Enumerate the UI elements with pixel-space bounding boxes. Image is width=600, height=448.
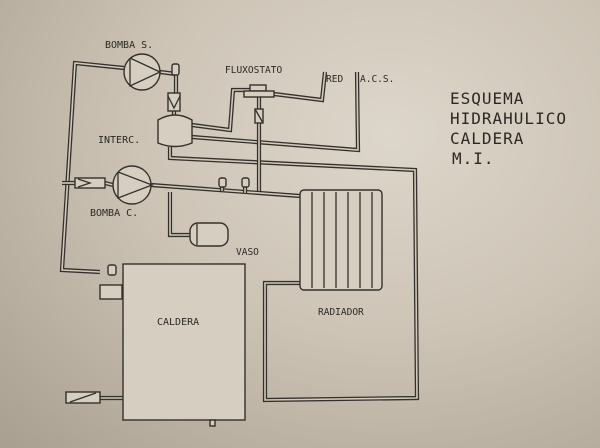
pipe — [191, 87, 250, 133]
label-bomba-s: BOMBA S. — [105, 40, 153, 51]
pipes — [59, 60, 420, 403]
radiator-symbol — [299, 189, 383, 291]
boiler-vent-icon — [107, 264, 117, 276]
pipe — [169, 192, 190, 236]
pipe — [273, 71, 326, 101]
label-caldera: CALDERA — [157, 317, 199, 328]
pipe — [191, 89, 250, 131]
diagram-title: ESQUEMA HIDRAHULICO CALDERA M.I. — [450, 89, 567, 168]
pipe — [150, 184, 301, 197]
label-interc: INTERC. — [98, 135, 140, 146]
check-valve-icon — [167, 92, 181, 112]
pipe — [61, 62, 125, 273]
label-fluxostato: FLUXOSTATO — [225, 65, 282, 76]
purger-icon — [241, 177, 250, 188]
purger-icon — [218, 177, 227, 188]
label-vaso: VASO — [236, 247, 259, 258]
label-red: RED — [326, 74, 343, 85]
flow-switch-symbol — [243, 84, 275, 98]
drain-icon — [209, 419, 216, 427]
heat-exchanger-symbol — [157, 114, 193, 148]
expansion-vessel-symbol — [189, 222, 229, 247]
pipe — [104, 182, 114, 186]
pump-c-symbol — [112, 165, 154, 205]
label-bomba-c: BOMBA C. — [90, 208, 138, 219]
boiler-valve-icon — [99, 284, 123, 300]
title-line: HIDRAHULICO — [450, 109, 567, 128]
label-radiador: RADIADOR — [318, 307, 364, 318]
air-vent-icon — [171, 63, 180, 76]
boiler-symbol — [122, 263, 246, 421]
title-line: M.I. — [452, 149, 495, 168]
label-acs: A.C.S. — [360, 74, 394, 85]
pipe — [273, 71, 328, 103]
pipe — [191, 71, 359, 151]
title-line: CALDERA — [450, 129, 524, 148]
pipe — [59, 60, 125, 275]
pump-s-symbol — [123, 53, 162, 91]
pipe — [167, 192, 190, 238]
pipe — [169, 147, 418, 401]
title-line: ESQUEMA — [450, 89, 524, 108]
